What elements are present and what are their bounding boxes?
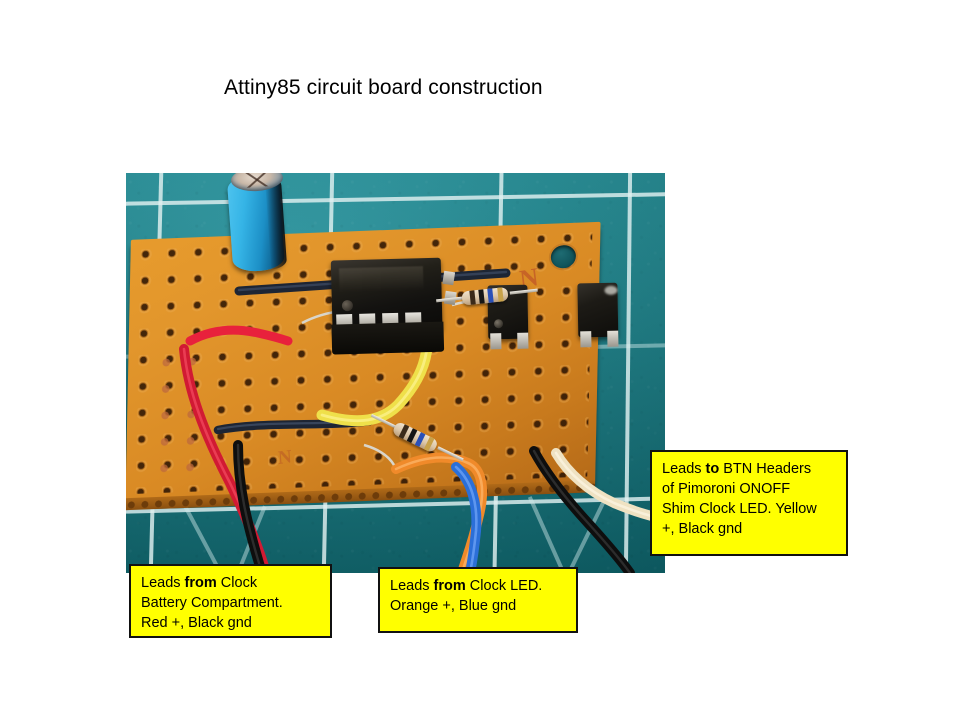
callout-middle-line2: Orange +, Blue gnd [390, 598, 517, 614]
callout-left-line2: Battery Compartment. [141, 595, 283, 611]
transistor-legs [490, 332, 529, 350]
callout-left-line1: Leads from Clock [141, 575, 258, 591]
resistor-band [469, 290, 476, 305]
callout-left-line3: Red +, Black gnd [141, 615, 252, 631]
wire-overlay [179, 268, 665, 573]
callout-right-line2: of Pimoroni ONOFF [662, 481, 791, 497]
callout-middle[interactable]: Leads from Clock LED. Orange +, Blue gnd [378, 567, 578, 633]
transistor-sot-right [577, 282, 622, 356]
resistor-band [478, 289, 485, 304]
page-title: Attiny85 circuit board construction [224, 76, 543, 99]
transistor-marker-dot [493, 319, 504, 329]
resistor-band [497, 287, 504, 302]
ic-pin [442, 270, 456, 286]
callout-right-line3: Shim Clock LED. Yellow [662, 501, 817, 517]
perfboard-assembly: N N [126, 173, 665, 573]
transistor-leg [517, 332, 529, 349]
callout-right-line4: +, Black gnd [662, 521, 743, 537]
callout-right-line1: Leads to BTN Headers [662, 461, 812, 477]
transistor-leg [580, 331, 592, 348]
callout-left[interactable]: Leads from Clock Battery Compartment. Re… [129, 564, 332, 638]
callout-middle-line1: Leads from Clock LED. [390, 578, 543, 594]
transistor-leg [490, 333, 502, 350]
transistor-legs [580, 330, 619, 348]
resistor-band [414, 432, 426, 447]
resistor-band [487, 288, 494, 303]
resistor-band [423, 436, 435, 452]
callout-right[interactable]: Leads to BTN Headers of Pimoroni ONOFF S… [650, 450, 848, 556]
transistor-leg [607, 330, 619, 347]
electrolytic-capacitor [226, 173, 288, 273]
ic-front-face [331, 321, 445, 355]
dip8-ic-attiny85 [330, 257, 457, 358]
circuit-board-photo: N N [126, 173, 665, 573]
